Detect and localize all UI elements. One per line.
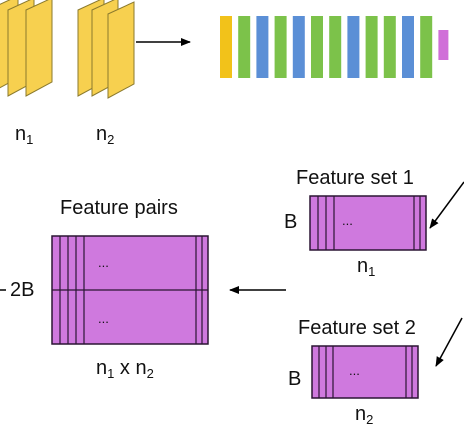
fs1-width-text: n <box>357 255 369 277</box>
feature-pairs-block <box>51 235 209 345</box>
label-n1-maps: n1 <box>15 124 33 146</box>
n2-text: n <box>96 123 108 145</box>
feature-pairs-ellipsis-top: ... <box>98 255 109 270</box>
feature-vector-bar <box>256 16 269 78</box>
label-n2-maps: n2 <box>96 124 114 146</box>
pairs-width-b-subscript: 2 <box>146 366 154 381</box>
feature-vector-bar <box>402 16 414 78</box>
feature-pairs-width-label: n1 x n2 <box>96 358 154 380</box>
fs1-width-subscript: 1 <box>368 264 376 279</box>
feature-map-stack-1 <box>0 0 53 97</box>
feature-set-1-title: Feature set 1 <box>296 167 414 189</box>
pairs-width-a-subscript: 1 <box>107 366 115 381</box>
feature-vector-bar <box>365 16 378 78</box>
feature-vector-bar <box>329 16 342 78</box>
feature-vector-bars <box>220 16 449 78</box>
feature-vector-bar <box>311 16 323 78</box>
feature-vector-bar <box>347 16 360 78</box>
feature-vector-bar <box>420 16 433 78</box>
feature-vector-bar <box>238 16 251 78</box>
pairs-times-text: x <box>119 357 130 379</box>
feature-set-1-width-label: n1 <box>357 256 375 278</box>
feature-set-2-b-label: B <box>288 368 302 390</box>
feature-vector-bar <box>438 30 449 60</box>
feature-set-2-ellipsis: ... <box>349 363 360 378</box>
pairs-width-a-text: n <box>96 357 108 379</box>
feature-vector-bar <box>383 16 396 78</box>
feature-set-2-block <box>311 345 419 399</box>
fs2-width-subscript: 2 <box>366 412 374 427</box>
feature-vector-bar <box>220 16 232 78</box>
feature-set-2-title: Feature set 2 <box>298 317 416 339</box>
feature-map-stack-2 <box>77 0 135 99</box>
fs2-width-text: n <box>355 403 367 425</box>
feature-pairs-ellipsis-bottom: ... <box>98 311 109 326</box>
arrow-to-feature-set-1 <box>429 181 464 229</box>
feature-vector-bar <box>274 16 287 78</box>
feature-vector-bar <box>292 16 305 78</box>
n2-subscript: 2 <box>107 132 115 147</box>
feature-pairs-2b-label: 2B <box>10 279 35 301</box>
arrow-to-feature-set-2 <box>435 317 463 367</box>
feature-set-1-ellipsis: ... <box>342 213 353 228</box>
n1-text: n <box>15 123 27 145</box>
pairs-width-b-text: n <box>135 357 147 379</box>
feature-set-1-b-label: B <box>284 211 298 233</box>
feature-pairs-title: Feature pairs <box>60 197 178 219</box>
feature-set-1-block <box>309 195 427 251</box>
n1-subscript: 1 <box>26 132 34 147</box>
feature-set-2-width-label: n2 <box>355 404 373 426</box>
